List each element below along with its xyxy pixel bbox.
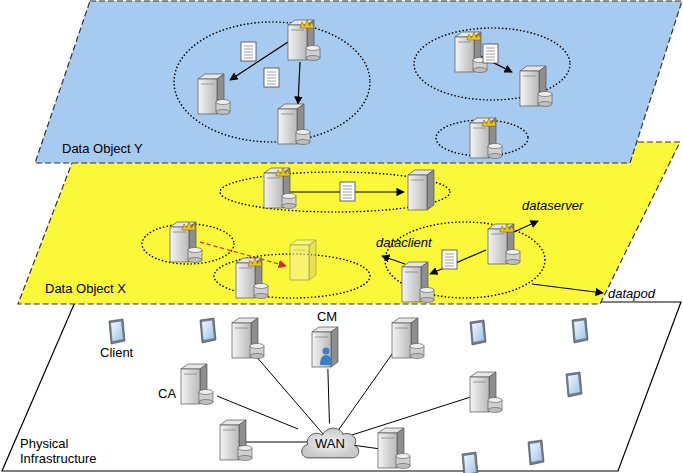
document-icon bbox=[340, 182, 355, 201]
server-icon bbox=[278, 104, 310, 145]
transfer-arrow bbox=[382, 256, 405, 264]
plane-title: Data Object Y bbox=[62, 142, 143, 157]
client-device bbox=[109, 319, 125, 344]
data-object-plane: Data Object Y bbox=[0, 0, 683, 166]
server-icon bbox=[312, 327, 338, 367]
wan-cloud: WAN bbox=[298, 424, 362, 461]
plane-outline bbox=[2, 302, 681, 471]
cm-server: CM bbox=[310, 310, 344, 369]
document-icon bbox=[483, 44, 498, 63]
server-icon bbox=[181, 364, 213, 405]
datapod-ellipse bbox=[174, 22, 370, 142]
client-device: Client bbox=[100, 318, 133, 361]
client-device bbox=[528, 440, 544, 465]
server-icon bbox=[288, 20, 320, 61]
migration-arrow bbox=[200, 242, 286, 266]
server-icon bbox=[470, 118, 502, 159]
callout-label: dataclient bbox=[376, 236, 432, 251]
server-icon bbox=[520, 66, 552, 107]
server-icon bbox=[392, 318, 424, 359]
node-icon bbox=[310, 325, 344, 369]
server-icon bbox=[236, 258, 268, 299]
server-icon bbox=[408, 170, 434, 210]
node-label: CA bbox=[158, 387, 176, 402]
server-icon bbox=[402, 262, 434, 303]
transfer-arrow bbox=[514, 221, 538, 232]
callout-label: dataserver bbox=[522, 199, 583, 214]
plane-outline bbox=[35, 1, 682, 163]
ca-server: CA bbox=[158, 362, 217, 406]
server-icon bbox=[378, 428, 410, 469]
document-icon bbox=[264, 68, 279, 87]
network-link bbox=[328, 369, 330, 424]
node-label: WAN bbox=[315, 437, 345, 452]
node-icon bbox=[106, 318, 128, 346]
network-link bbox=[217, 396, 298, 429]
server-icon bbox=[220, 420, 252, 461]
transfer-arrow bbox=[298, 62, 300, 104]
callout-label: datapod bbox=[608, 287, 655, 302]
ghost-server bbox=[290, 240, 316, 280]
client-device bbox=[566, 372, 582, 397]
network-link bbox=[330, 340, 402, 442]
client-device bbox=[462, 452, 478, 473]
server-icon bbox=[170, 222, 202, 263]
datapod-ellipse bbox=[220, 172, 450, 212]
server-icon bbox=[470, 372, 502, 413]
node-label: Client bbox=[100, 346, 133, 361]
plane-outline bbox=[18, 142, 680, 304]
client-device bbox=[470, 320, 486, 345]
client-device bbox=[200, 318, 216, 343]
datapod-ellipse bbox=[414, 28, 570, 100]
server-icon bbox=[488, 224, 520, 265]
document-icon bbox=[241, 42, 256, 61]
data-object-plane: Data Object X bbox=[0, 140, 683, 306]
server-icon bbox=[198, 74, 230, 115]
node-label: CM bbox=[317, 310, 337, 325]
node-icon bbox=[179, 362, 217, 406]
transfer-arrow bbox=[532, 284, 603, 293]
plane-title: Data Object X bbox=[45, 282, 126, 297]
server-icon bbox=[232, 318, 264, 359]
server-icon bbox=[264, 168, 296, 209]
server-icon bbox=[455, 32, 487, 73]
physical-plane: Physical Infrastructure CM CA ClientWAN bbox=[0, 300, 683, 473]
client-device bbox=[572, 318, 588, 343]
plane-title: Physical Infrastructure bbox=[20, 437, 110, 467]
document-icon bbox=[442, 250, 457, 269]
transfer-arrow bbox=[430, 250, 486, 274]
